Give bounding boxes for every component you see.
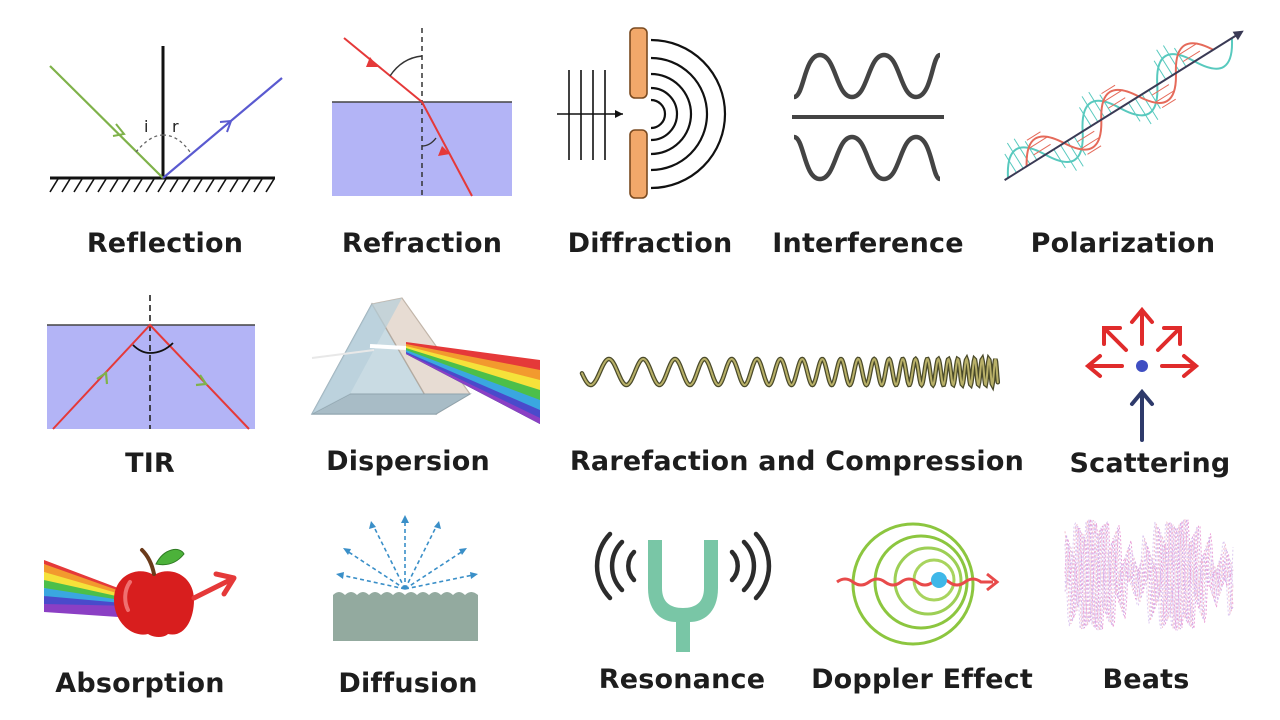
absorption-label: Absorption xyxy=(55,668,225,699)
beats-wave-line xyxy=(1064,519,1234,631)
reflection-diagram-icon: i r xyxy=(40,40,290,200)
apple-absorption-icon xyxy=(44,540,244,640)
refraction-label: Refraction xyxy=(341,228,503,259)
refraction-diagram-icon xyxy=(330,28,520,200)
polarization-label: Polarization xyxy=(1030,228,1216,259)
interference-label: Interference xyxy=(772,228,964,259)
polarization-wave-icon xyxy=(1000,30,1244,190)
angle-r-label: r xyxy=(172,117,179,136)
beats-wave-line xyxy=(1064,519,1234,630)
scattering-label: Scattering xyxy=(1069,448,1231,479)
resonance-label: Resonance xyxy=(598,664,766,695)
beats-wave-icon xyxy=(1064,505,1235,645)
doppler-effect-label: Doppler Effect xyxy=(811,664,1033,695)
spring-wave-icon xyxy=(578,350,1003,394)
prism-icon xyxy=(310,297,540,428)
beats-wave-line xyxy=(1064,520,1234,630)
beats-wave-line xyxy=(1064,521,1234,629)
beats-wave-line xyxy=(1064,519,1234,631)
rarefaction-compression-label: Rarefaction and Compression xyxy=(569,446,1025,477)
tir-diagram-icon xyxy=(45,295,260,435)
interference-waves-icon xyxy=(790,45,950,185)
beats-wave-line xyxy=(1064,519,1234,630)
tuning-fork-icon xyxy=(594,530,772,655)
angle-i-label: i xyxy=(144,117,148,136)
dispersion-label: Dispersion xyxy=(326,446,490,477)
diffusion-surface-icon xyxy=(333,515,483,645)
diffusion-label: Diffusion xyxy=(338,668,478,699)
tir-label: TIR xyxy=(125,448,175,479)
doppler-circles-icon xyxy=(835,520,1010,650)
diffraction-diagram-icon xyxy=(555,27,730,200)
scattering-arrows-icon xyxy=(1078,300,1208,445)
beats-label: Beats xyxy=(1102,664,1190,695)
reflection-label: Reflection xyxy=(86,228,244,259)
diffraction-label: Diffraction xyxy=(567,228,733,259)
